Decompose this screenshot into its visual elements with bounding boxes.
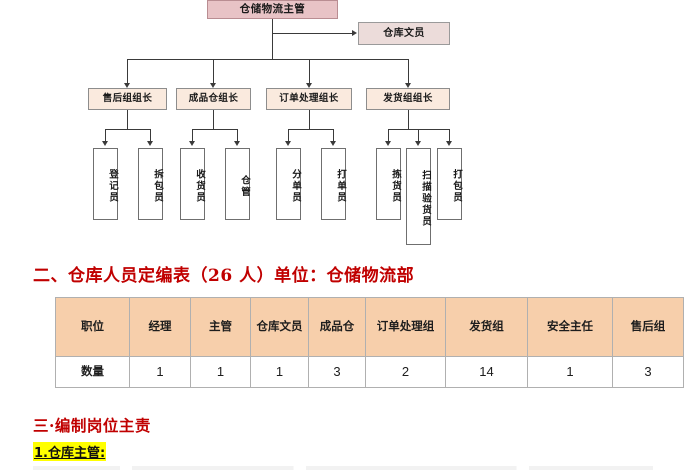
table-header-cell-3: 仓库文员: [250, 297, 309, 357]
connector-g1-stem: [127, 110, 128, 129]
table-value-cell-8: 3: [612, 356, 684, 388]
connector-g2-bus: [192, 129, 237, 130]
connector-assistant-arrow: [352, 29, 357, 36]
connector-g4-m3-arrow: [445, 141, 452, 146]
table-value-cell-7: 1: [527, 356, 613, 388]
connector-g2-m1-arrow: [188, 141, 195, 146]
table-value-cell-6: 14: [445, 356, 528, 388]
connector-g4-m2-arrow: [414, 141, 421, 146]
table-value-cell-5: 2: [365, 356, 446, 388]
connector-group-1-arrow: [123, 83, 130, 88]
org-node-g4-member-2-label: 扫描验货员: [420, 170, 431, 228]
org-node-g2-member-2: 仓管: [225, 148, 250, 220]
org-node-group-1-label: 售后组组长: [102, 92, 153, 104]
org-node-g1-member-2-label: 拆包员: [152, 169, 163, 204]
org-node-g4-member-2: 扫描验货员: [406, 148, 431, 245]
org-node-group-1: 售后组组长: [88, 88, 167, 110]
connector-root-stem: [272, 19, 273, 59]
org-node-g4-member-3-label: 打包员: [451, 169, 462, 204]
table-header-cell-7: 安全主任: [527, 297, 613, 357]
org-node-g1-member-1-label: 登记员: [107, 169, 118, 204]
org-node-g4-member-3: 打包员: [437, 148, 462, 220]
org-node-g2-member-1-label: 收货员: [194, 169, 205, 204]
connector-g4-m3-drop: [449, 129, 450, 143]
org-node-assistant: 仓库文员: [358, 22, 450, 45]
table-header-cell-5: 订单处理组: [365, 297, 446, 357]
table-header-cell-6: 发货组: [445, 297, 528, 357]
org-node-group-4-label: 发货组组长: [383, 92, 433, 104]
section-two-heading: 二、仓库人员定编表（26 人）单位：仓储物流部: [33, 266, 415, 286]
connector-g4-m1-arrow: [384, 141, 391, 146]
table-value-cell-1: 1: [129, 356, 191, 388]
org-node-g3-member-2: 打单员: [321, 148, 346, 220]
table-value-cell-2: 1: [190, 356, 251, 388]
connector-g3-m2-drop: [333, 129, 334, 143]
connector-g2-m2-drop: [237, 129, 238, 143]
table-header-cell-4: 成品仓: [308, 297, 366, 357]
section-three-item-1: 1.仓库主管:: [33, 442, 107, 461]
connector-group-2-drop: [213, 59, 214, 85]
org-node-group-2: 成品仓组长: [176, 88, 251, 110]
table-value-cell-0: 数量: [55, 356, 130, 388]
org-node-g3-member-2-label: 打单员: [335, 169, 346, 204]
page-text-bleed: [33, 466, 653, 470]
org-node-group-3-label: 订单处理组长: [279, 92, 339, 104]
connector-g1-m2-drop: [150, 129, 151, 143]
table-header-cell-2: 主管: [190, 297, 251, 357]
table-header-cell-0: 职位: [55, 297, 130, 357]
org-node-root-label: 仓储物流主管: [239, 3, 306, 16]
connector-g1-m1-drop: [105, 129, 106, 143]
org-node-g3-member-1-label: 分单员: [290, 169, 301, 204]
table-value-row: 数量 1 1 1 3 2 14 1 3: [55, 356, 684, 388]
connector-g2-stem: [213, 110, 214, 129]
connector-group-3-arrow: [305, 83, 312, 88]
connector-g1-m2-arrow: [146, 141, 153, 146]
table-header-cell-1: 经理: [129, 297, 191, 357]
org-node-group-3: 订单处理组长: [266, 88, 352, 110]
connector-g4-stem: [408, 110, 409, 129]
connector-g3-m2-arrow: [329, 141, 336, 146]
headcount-table: 职位 经理 主管 仓库文员 成品仓 订单处理组 发货组 安全主任 售后组 数量 …: [55, 297, 684, 388]
connector-group-1-drop: [127, 59, 128, 85]
connector-g4-m2-drop: [418, 129, 419, 143]
connector-g1-bus: [105, 129, 150, 130]
org-node-root: 仓储物流主管: [207, 0, 338, 19]
table-header-cell-8: 售后组: [612, 297, 684, 357]
org-node-g2-member-2-label: 仓管: [239, 175, 250, 198]
connector-group-4-drop: [408, 59, 409, 85]
table-value-cell-4: 3: [308, 356, 366, 388]
org-node-g1-member-2: 拆包员: [138, 148, 163, 220]
connector-g2-m1-drop: [192, 129, 193, 143]
table-header-row: 职位 经理 主管 仓库文员 成品仓 订单处理组 发货组 安全主任 售后组: [55, 297, 684, 357]
connector-group-4-arrow: [404, 83, 411, 88]
connector-g1-m1-arrow: [101, 141, 108, 146]
connector-g3-stem: [309, 110, 310, 129]
connector-group-3-drop: [309, 59, 310, 85]
org-node-group-4: 发货组组长: [366, 88, 450, 110]
connector-g3-m1-drop: [288, 129, 289, 143]
org-node-g4-member-1: 拣货员: [376, 148, 401, 220]
connector-group-2-arrow: [209, 83, 216, 88]
connector-g3-m1-arrow: [284, 141, 291, 146]
connector-g3-bus: [288, 129, 333, 130]
org-node-g2-member-1: 收货员: [180, 148, 205, 220]
connector-g2-m2-arrow: [233, 141, 240, 146]
connector-g4-m1-drop: [388, 129, 389, 143]
org-node-assistant-label: 仓库文员: [383, 27, 425, 39]
connector-groups-bus: [127, 59, 408, 60]
org-chart: 仓储物流主管 仓库文员 售后组组长 成品仓组长 订单处理组长: [88, 0, 462, 245]
org-node-g1-member-1: 登记员: [93, 148, 118, 220]
org-node-g3-member-1: 分单员: [276, 148, 301, 220]
org-node-g4-member-1-label: 拣货员: [390, 169, 401, 204]
table-value-cell-3: 1: [250, 356, 309, 388]
connector-assistant-horizontal: [272, 33, 352, 34]
section-three-heading: 三·编制岗位主责: [33, 416, 151, 435]
org-node-group-2-label: 成品仓组长: [188, 92, 239, 104]
